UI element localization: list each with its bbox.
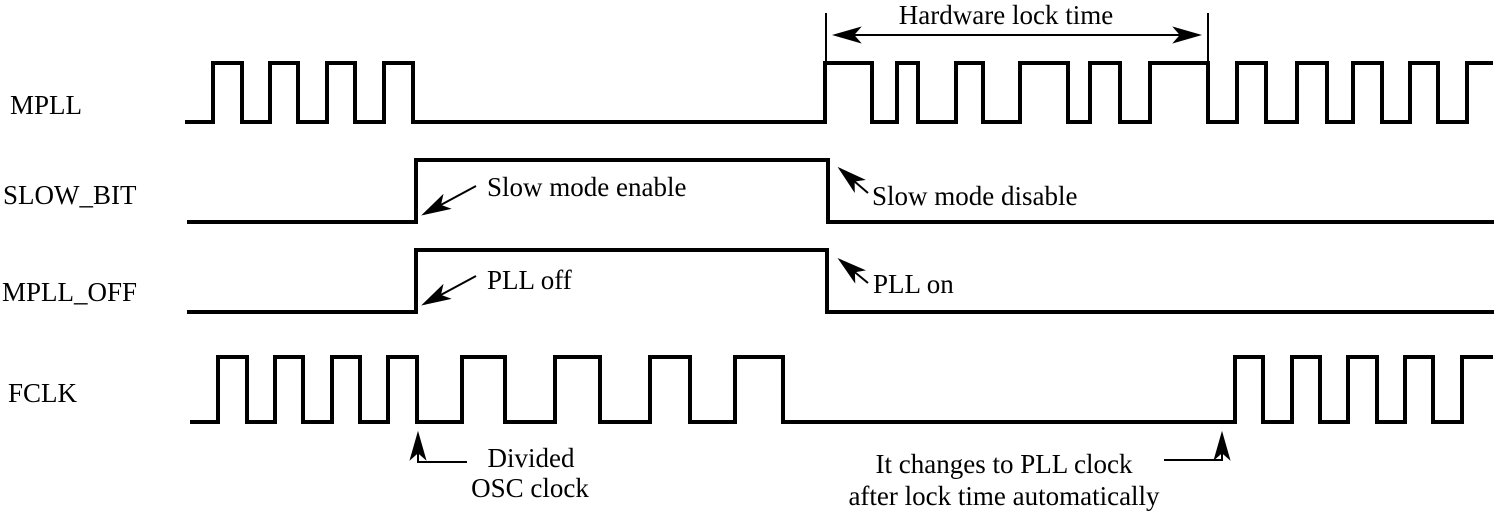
fclk-waveform [190,355,1493,424]
signal-label-mpll-off: MPLL_OFF [2,277,137,307]
slow-mode-disable-label: Slow mode disable [872,181,1077,211]
divided-osc-clock-label-line1: Divided [488,443,575,473]
mpll-waveform [185,61,1493,124]
pll-off-label: PLL off [487,265,572,295]
pll-clock-change-leader [1164,430,1231,461]
divided-osc-clock-label-line2: OSC clock [471,473,589,503]
divided-osc-clock-leader [409,430,467,463]
signal-label-fclk: FCLK [8,378,78,408]
signal-label-slow-bit: SLOW_BIT [3,180,137,210]
hardware-lock-time-label: Hardware lock time [899,0,1113,30]
pll-clock-change-label-line1: It changes to PLL clock [876,449,1133,479]
slow-mode-enable-arrow [421,185,477,216]
pll-clock-change-label-line2: after lock time automatically [848,481,1160,511]
slow-mode-disable-arrow [837,166,869,194]
mpll-off-waveform [187,248,1494,314]
pll-on-label: PLL on [873,269,954,299]
slow-bit-waveform [187,158,1494,224]
slow-mode-enable-label: Slow mode enable [487,172,686,202]
pll-off-arrow [421,275,477,306]
signal-label-mpll: MPLL [10,90,82,120]
pll-on-arrow [837,257,869,284]
